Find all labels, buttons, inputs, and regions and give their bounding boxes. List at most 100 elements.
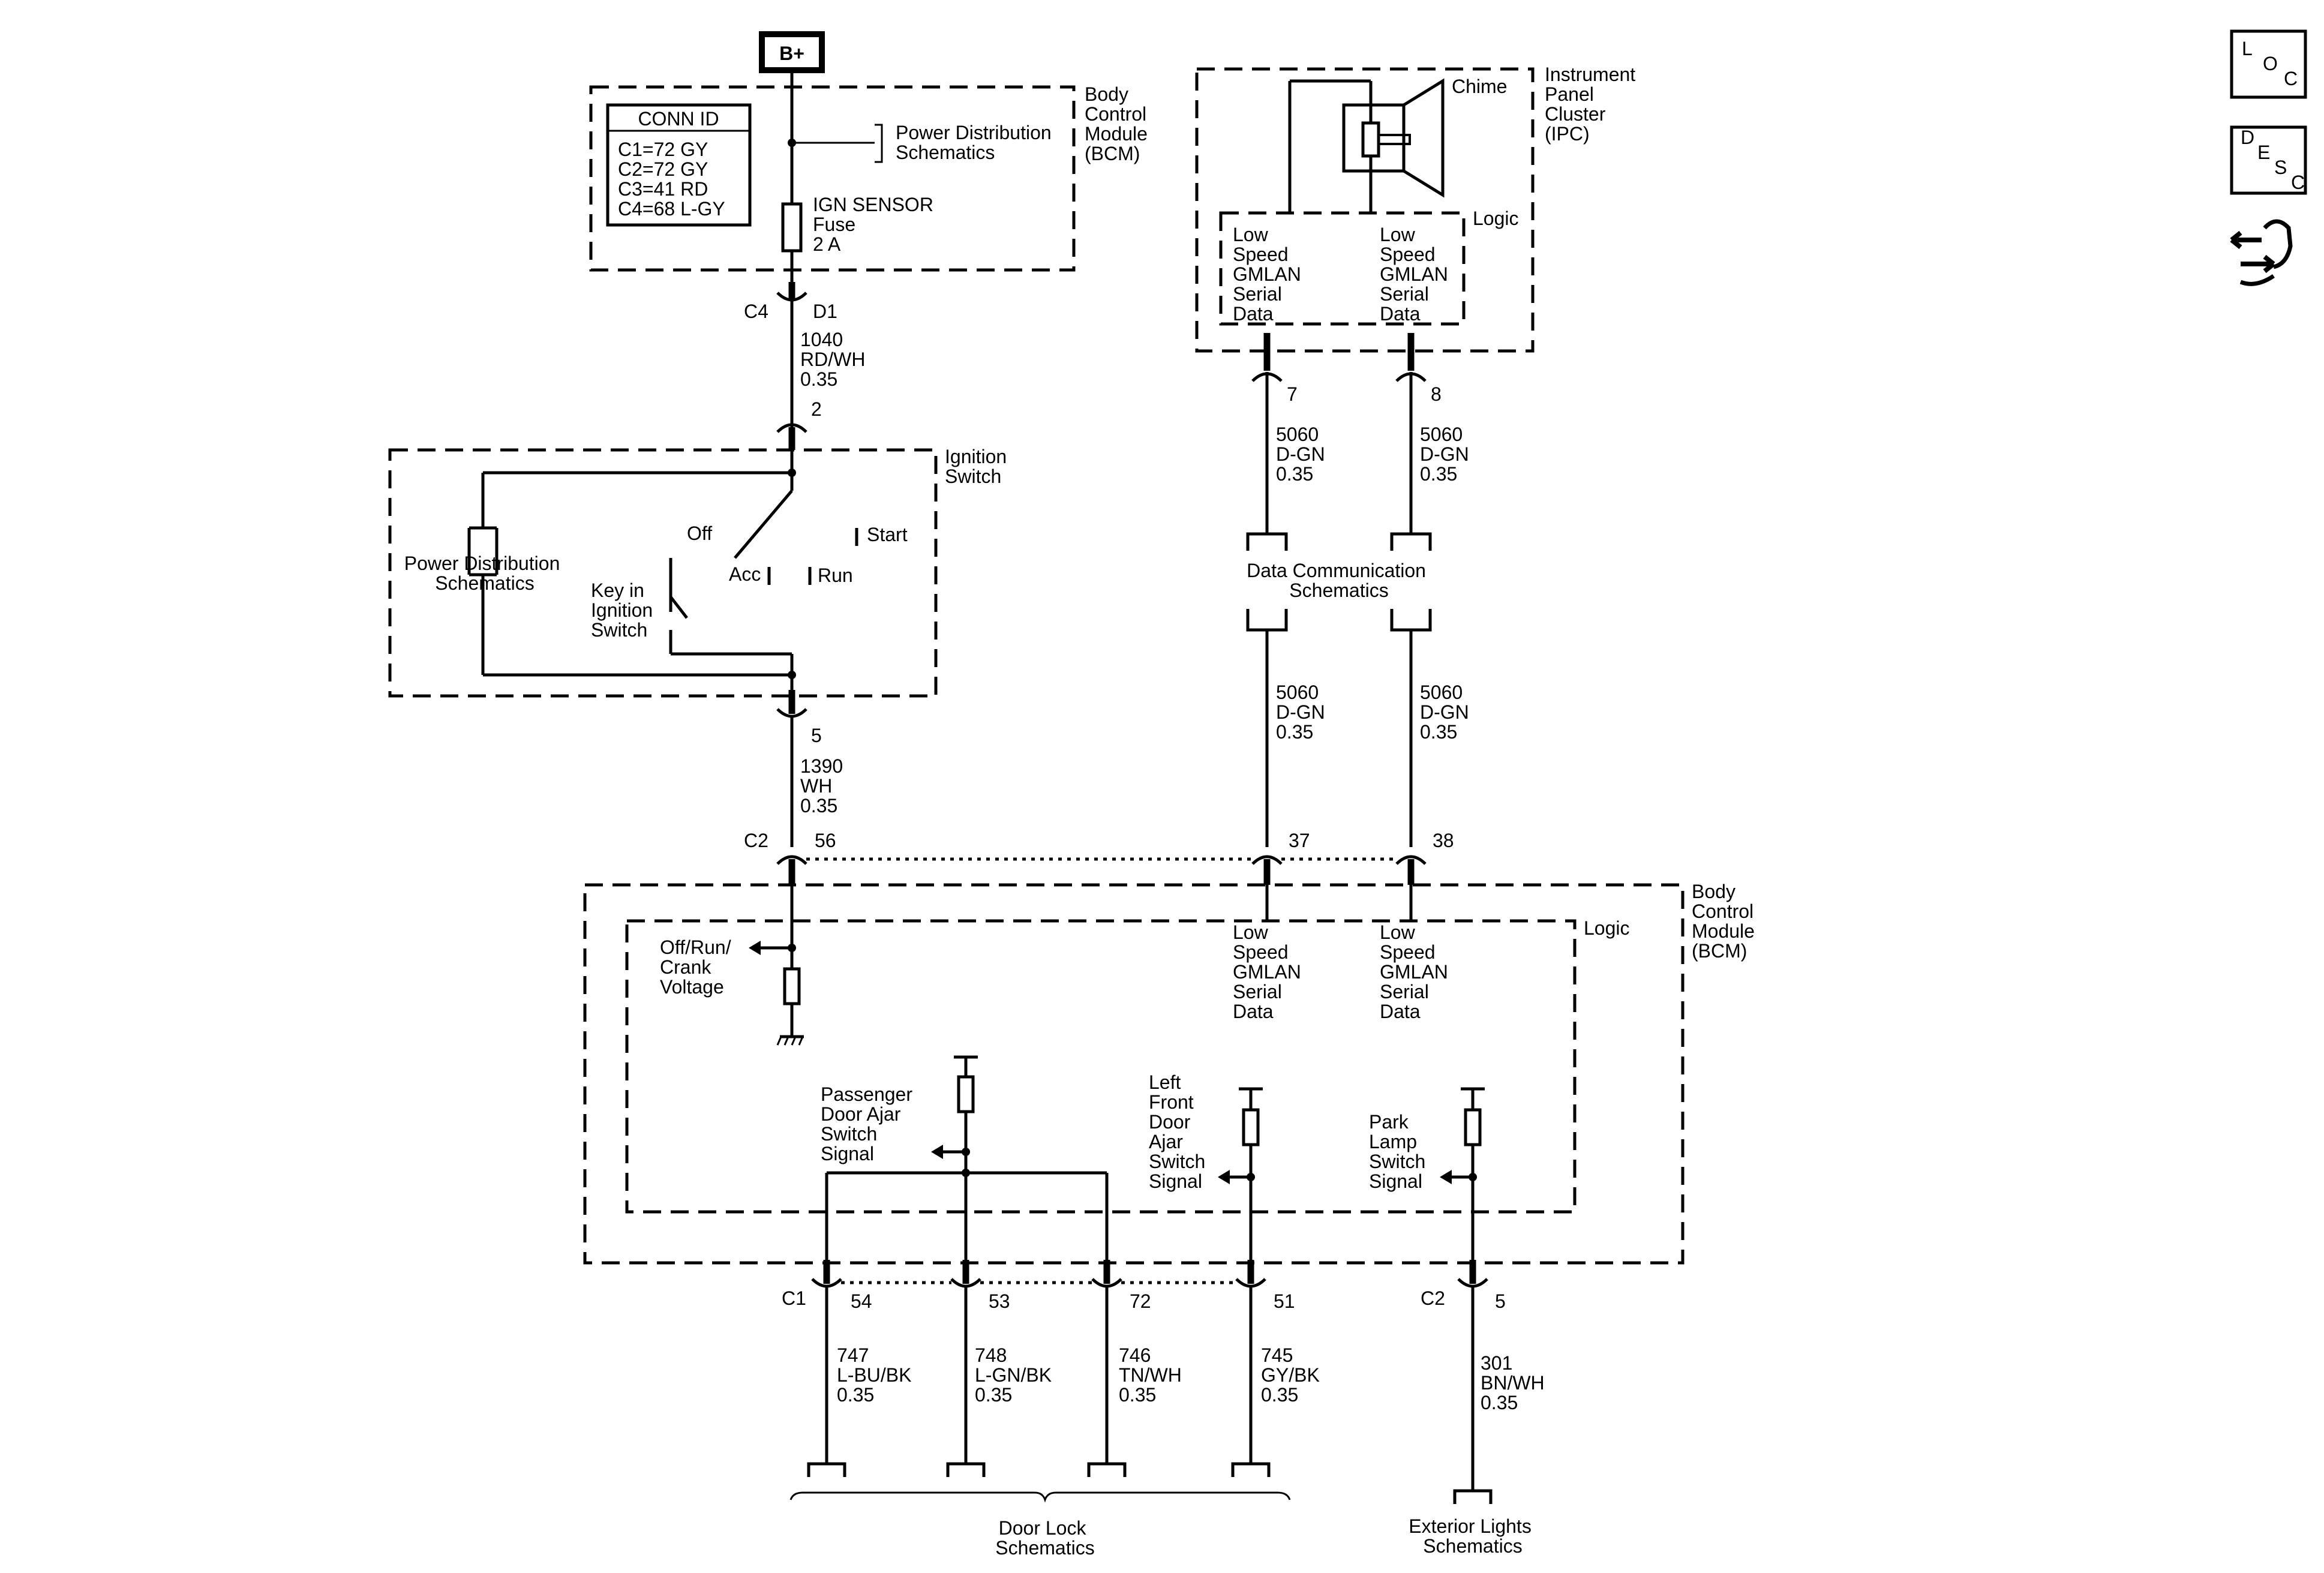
pin-d1-label: D1 [813, 301, 837, 322]
passenger-door-ajar-circuit: Passenger Door Ajar Switch Signal [821, 1055, 1109, 1263]
wire-5060-upper-right: 5060 D-GN 0.35 [1420, 424, 1475, 485]
wire-5060-upper-left: 5060 D-GN 0.35 [1276, 424, 1331, 485]
chime-label: Chime [1452, 76, 1507, 97]
conn-id-title: CONN ID [638, 108, 719, 130]
bcm-logic-label: Logic [1584, 917, 1630, 939]
wire-5060-lower-right: 5060 D-GN 0.35 [1420, 682, 1475, 743]
connector-c1-label: C1 [782, 1287, 806, 1309]
arrow-left-icon [749, 941, 761, 955]
left-front-door-label: Left Front Door Ajar Switch Signal [1149, 1071, 1211, 1192]
pin-8-label: 8 [1431, 383, 1442, 405]
svg-text:O: O [2263, 53, 2278, 74]
arrow-left-icon [1218, 1170, 1230, 1184]
key-in-label: Key in Ignition Switch [591, 580, 658, 641]
connector-c4-label: C4 [744, 301, 768, 322]
pin-72-label: 72 [1130, 1290, 1151, 1312]
pin-5-bottom-label: 5 [1495, 1290, 1506, 1312]
fuse-icon [781, 202, 803, 253]
ignition-switch: Ignition Switch Power Distribution Schem… [388, 446, 1012, 698]
pin-51-label: 51 [1274, 1290, 1295, 1312]
pin-54-label: 54 [851, 1290, 872, 1312]
arrow-left-icon [931, 1145, 943, 1159]
loc-button[interactable]: L O C [2230, 29, 2307, 99]
svg-text:L: L [2242, 38, 2253, 59]
wire-746-label: 746 TN/WH 0.35 [1119, 1344, 1187, 1406]
instrument-panel-cluster: Instrument Panel Cluster (IPC) Chime Log… [1195, 64, 1641, 371]
hand-arrows-icon[interactable] [2230, 219, 2293, 286]
wire-748-label: 748 L-GN/BK 0.35 [975, 1344, 1057, 1406]
door-lock-label: Door Lock Schematics [995, 1517, 1094, 1559]
bplus-label: B+ [779, 43, 804, 64]
pullup-resistor-icon [957, 1075, 975, 1113]
ipc-pin-8: 8 [1395, 372, 1442, 405]
exterior-lights-label: Exterior Lights Schematics [1409, 1515, 1536, 1557]
wire-5060-lower-left: 5060 D-GN 0.35 [1276, 682, 1331, 743]
pds-link-top[interactable]: Power Distribution Schematics [896, 122, 1057, 163]
data-comm-label: Data Communication Schematics [1247, 560, 1431, 601]
bcm-top-name: Body Control Module (BCM) [1085, 83, 1153, 164]
fuse-label: IGN SENSOR Fuse 2 A [813, 194, 939, 255]
passenger-door-label: Passenger Door Ajar Switch Signal [821, 1083, 918, 1164]
key-in-switch-blade [669, 596, 688, 619]
position-run: Run [818, 565, 853, 586]
ign-voltage-label: Off/Run/ Crank Voltage [660, 936, 736, 998]
park-lamp-circuit: Park Lamp Switch Signal [1369, 1087, 1485, 1263]
svg-text:C: C [2291, 172, 2305, 193]
ground-icon [776, 1035, 804, 1046]
wire-745-label: 745 GY/BK 0.35 [1261, 1344, 1325, 1406]
ignition-switch-name: Ignition Switch [945, 446, 1012, 487]
bcm-main-module: Body Control Module (BCM) Logic Off/Run/… [583, 881, 1760, 1265]
switch-blade [734, 490, 793, 559]
wire-1040-label: 1040 RD/WH 0.35 [800, 329, 870, 390]
pullup-resistor-icon [1464, 1108, 1482, 1146]
pullup-resistor-icon [1242, 1108, 1260, 1146]
resistor-icon [783, 967, 801, 1005]
data-comm-link[interactable]: Data Communication Schematics [1246, 532, 1432, 632]
wire-301-label: 301 BN/WH 0.35 [1481, 1352, 1550, 1413]
pds-link-ignition[interactable]: Power Distribution Schematics [404, 553, 566, 594]
chime-speaker-icon [1342, 78, 1445, 198]
svg-text:C: C [2284, 68, 2298, 89]
pds-bracket-icon [467, 526, 499, 577]
door-lock-link[interactable]: Door Lock Schematics [789, 1462, 1291, 1559]
pin-56-label: 56 [815, 830, 836, 851]
ignition-pin-2: 2 [776, 398, 822, 450]
wire-1390-label: 1390 WH 0.35 [800, 755, 848, 816]
connector-c2-top-label: C2 [744, 830, 768, 851]
connector-c2-bottom: C2 5 [1421, 1260, 1506, 1312]
ipc-logic-label: Logic [1473, 208, 1519, 229]
position-off: Off [687, 523, 712, 544]
position-start: Start [867, 524, 908, 545]
desc-button[interactable]: D E S C [2230, 125, 2307, 195]
connector-c4-d1: C4 D1 [744, 282, 837, 322]
conn-id-table: CONN ID C1=72 GY C2=72 GY C3=41 RD C4=68… [606, 103, 752, 227]
arrow-left-icon [1440, 1170, 1452, 1184]
brace-icon [789, 1491, 1291, 1503]
pin-53-label: 53 [989, 1290, 1010, 1312]
pin-5-label: 5 [811, 725, 822, 746]
conn-id-list: C1=72 GY C2=72 GY C3=41 RD C4=68 L-GY [618, 139, 725, 220]
pin-37-label: 37 [1289, 830, 1310, 851]
bcm-top-module: Body Control Module (BCM) CONN ID C1=72 … [589, 70, 1153, 282]
pin-38-label: 38 [1433, 830, 1454, 851]
bcm-gmlan-right: Low Speed GMLAN Serial Data [1380, 921, 1454, 1022]
ipc-gmlan-left: Low Speed GMLAN Serial Data [1233, 224, 1307, 325]
park-lamp-label: Park Lamp Switch Signal [1369, 1111, 1431, 1192]
link-bracket-icon [875, 124, 883, 163]
svg-text:E: E [2257, 142, 2270, 163]
ipc-pin-7: 7 [1251, 372, 1298, 405]
wire-747-label: 747 L-BU/BK 0.35 [837, 1344, 917, 1406]
ipc-name: Instrument Panel Cluster (IPC) [1545, 64, 1641, 145]
bplus-terminal: B+ [759, 31, 825, 73]
pin-2-label: 2 [811, 398, 822, 420]
exterior-lights-link[interactable]: Exterior Lights Schematics [1409, 1489, 1536, 1557]
ipc-gmlan-right: Low Speed GMLAN Serial Data [1380, 224, 1454, 325]
connector-c1-bottom: C1 54 53 72 51 [782, 1260, 1295, 1312]
connector-c2-top: C2 56 37 38 [744, 830, 1454, 885]
svg-text:D: D [2241, 127, 2254, 148]
svg-text:S: S [2274, 157, 2287, 178]
bcm-gmlan-left: Low Speed GMLAN Serial Data [1233, 921, 1307, 1022]
position-acc: Acc [729, 563, 761, 585]
bcm-main-name: Body Control Module (BCM) [1692, 881, 1760, 962]
